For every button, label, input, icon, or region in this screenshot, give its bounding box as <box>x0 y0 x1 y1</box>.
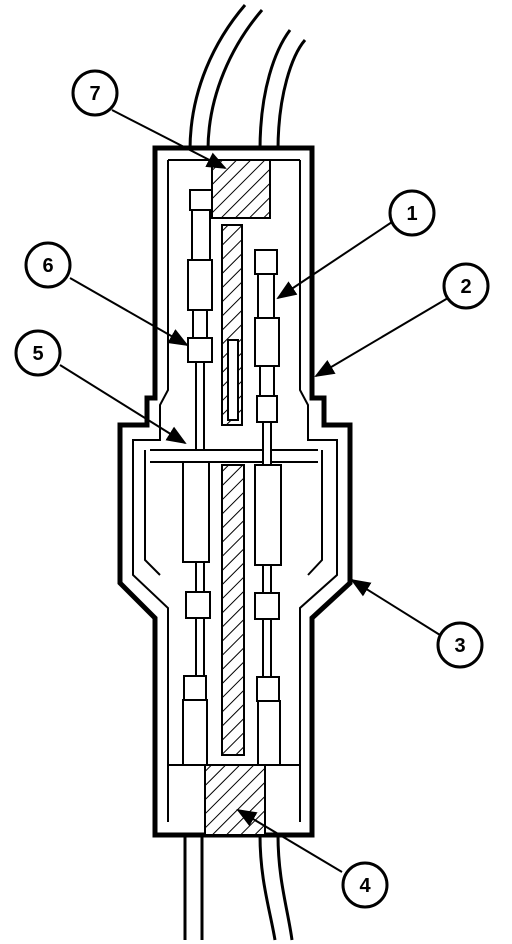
leader-6 <box>69 277 189 346</box>
callout-7: 7 <box>71 69 119 117</box>
leader-7 <box>111 109 227 169</box>
leader-3 <box>350 578 441 636</box>
callout-4: 4 <box>341 861 389 909</box>
callout-3: 3 <box>436 621 484 669</box>
right-conductor <box>254 249 282 766</box>
svg-text:6: 6 <box>42 255 53 277</box>
leader-4 <box>236 808 343 873</box>
svg-text:3: 3 <box>454 635 465 657</box>
svg-text:4: 4 <box>359 875 371 897</box>
callout-2: 2 <box>442 262 490 310</box>
left-conductor <box>182 189 213 766</box>
callout-1: 1 <box>388 189 436 237</box>
svg-text:2: 2 <box>460 276 471 298</box>
leader-2 <box>314 297 449 378</box>
svg-text:7: 7 <box>89 83 100 105</box>
leader-5 <box>59 364 187 445</box>
leader-lines <box>59 109 449 873</box>
callout-5: 5 <box>14 329 62 377</box>
leader-1 <box>276 221 393 300</box>
top-cables <box>188 4 307 151</box>
svg-text:1: 1 <box>406 203 417 225</box>
callout-6: 6 <box>24 241 72 289</box>
top-plug <box>211 159 271 219</box>
center-divider-lower <box>221 464 245 756</box>
svg-text:5: 5 <box>32 343 43 365</box>
bottom-plug <box>204 764 266 836</box>
bottom-cables <box>183 834 294 941</box>
